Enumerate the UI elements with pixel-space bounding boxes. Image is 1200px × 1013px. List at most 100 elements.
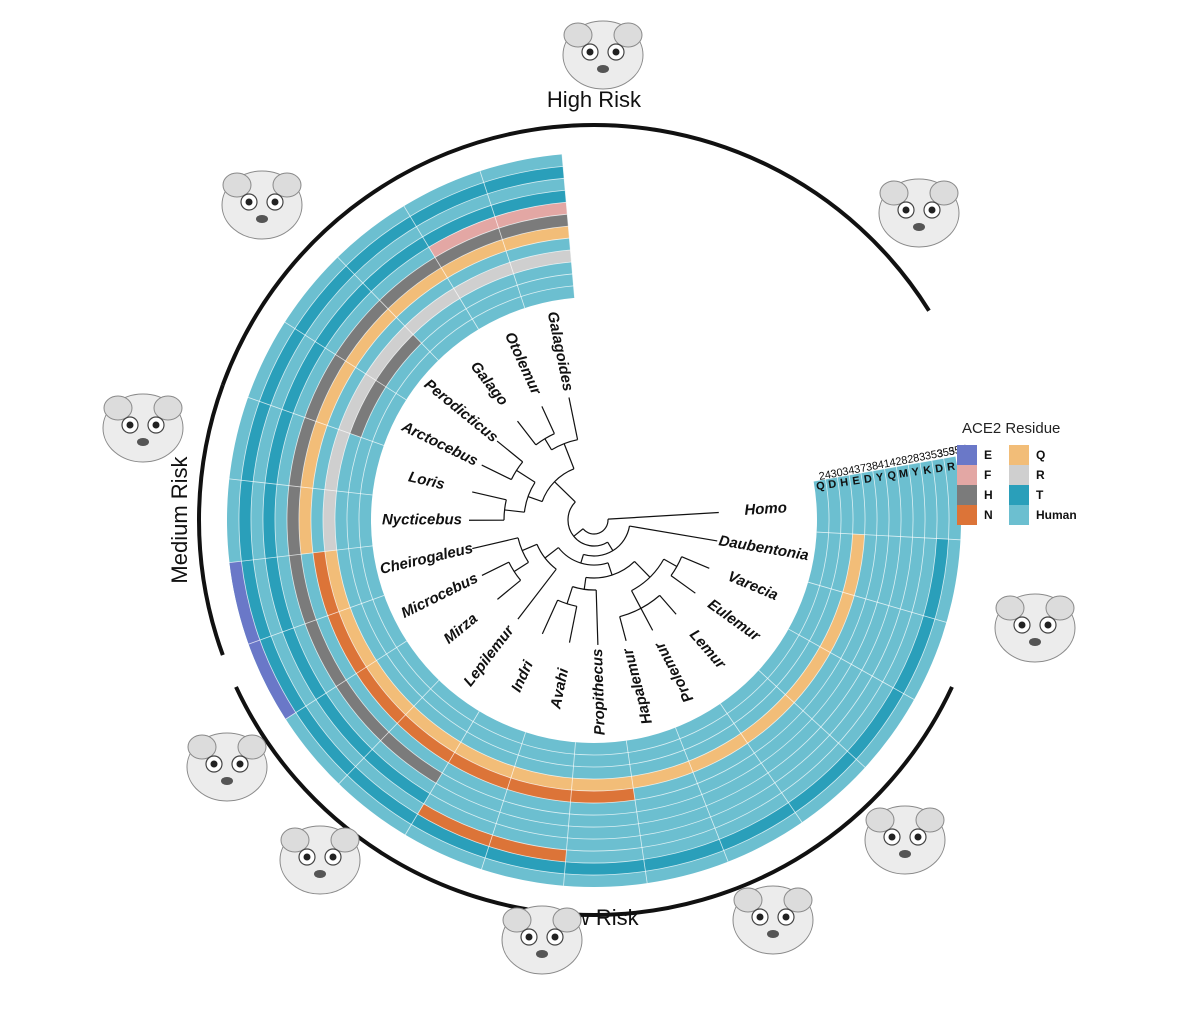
primate-portrait-icon <box>187 733 267 801</box>
tree-branch <box>497 441 523 462</box>
legend-label: Human <box>1036 508 1077 522</box>
legend-item-r: R <box>1009 465 1045 485</box>
tree-branch <box>518 569 556 619</box>
taxon-label: Galagoides <box>544 310 577 393</box>
taxon-label: Cheirogaleus <box>378 540 474 578</box>
tree-branch <box>482 562 509 575</box>
tree-branch <box>632 591 641 609</box>
legend-label: H <box>984 488 993 502</box>
taxon-label: Galago <box>467 358 512 409</box>
primate-portrait-icon <box>280 826 360 894</box>
legend-label: F <box>984 468 991 482</box>
tree-branch <box>660 595 676 614</box>
legend-swatch <box>957 465 977 485</box>
legend-label: N <box>984 508 993 522</box>
tree-branch <box>545 548 558 558</box>
tree-branch <box>608 512 719 519</box>
taxon-label: Homo <box>744 499 787 519</box>
legend-label: T <box>1036 488 1044 502</box>
taxon-label: Propithecus <box>589 648 609 735</box>
tree-branch <box>596 590 598 645</box>
taxon-label: Prolemur <box>651 638 697 705</box>
tree-branch <box>682 557 710 569</box>
ring-background <box>227 154 961 887</box>
legend-swatch <box>1009 485 1029 505</box>
legend-swatch <box>957 485 977 505</box>
taxon-label: Lemur <box>686 626 730 673</box>
tree-branch <box>505 510 525 512</box>
tree-branch <box>584 577 586 589</box>
tree-arc <box>583 526 629 556</box>
legend-label: Q <box>1036 448 1045 462</box>
tree-branch <box>671 576 695 594</box>
phylogenetic-tree <box>469 398 719 645</box>
legend-item-human: Human <box>1009 505 1077 525</box>
legend-swatch <box>1009 445 1029 465</box>
risk-arc-medium <box>199 385 223 655</box>
legend-item-t: T <box>1009 485 1044 505</box>
tree-branch <box>664 559 677 566</box>
taxon-label: Avahi <box>547 666 572 711</box>
legend-item-h: H <box>957 485 993 505</box>
tree-branch <box>641 608 653 630</box>
tree-branch <box>514 562 528 571</box>
taxon-label: Hapalemur <box>619 646 656 726</box>
tree-branch <box>635 561 650 577</box>
tree-branch <box>522 544 537 550</box>
tree-branch <box>569 606 576 642</box>
tree-branch <box>574 529 583 537</box>
primate-portrait-icon <box>865 806 945 874</box>
legend-item-e: E <box>957 445 992 465</box>
taxon-labels: HomoDaubentoniaVareciaEulemurLemurProlem… <box>378 310 810 735</box>
legend-label: E <box>984 448 992 462</box>
tree-branch <box>545 439 552 450</box>
taxon-label: Nycticebus <box>382 511 462 528</box>
taxon-label: Indri <box>508 657 537 694</box>
legend-label: R <box>1036 468 1045 482</box>
tree-branch <box>497 580 520 599</box>
primate-portrait-icon <box>222 171 302 239</box>
tree-branch <box>472 492 506 500</box>
taxon-label: Eulemur <box>704 596 764 646</box>
primate-portrait-icon <box>733 886 813 954</box>
tree-branch <box>542 600 557 634</box>
tree-arc <box>568 502 608 546</box>
legend-title: ACE2 Residue <box>962 420 1060 437</box>
tree-branch <box>542 406 555 433</box>
tree-branch <box>569 398 578 440</box>
primate-portrait-icon <box>563 21 643 89</box>
high-risk-label: High Risk <box>547 87 642 112</box>
tree-branch <box>581 554 584 563</box>
row-residue-label: M <box>898 468 909 481</box>
residue-heatmap-ring <box>227 154 961 887</box>
tree-branch <box>629 526 717 541</box>
primate-portrait-icon <box>995 594 1075 662</box>
taxon-label: Mirza <box>441 610 481 647</box>
primate-portrait-icon <box>879 179 959 247</box>
tree-branch <box>472 538 518 549</box>
tree-branch <box>517 421 535 445</box>
tree-branch <box>482 465 512 480</box>
primate-portrait-icon <box>502 906 582 974</box>
taxon-label: Loris <box>407 468 447 493</box>
legend-item-q: Q <box>1009 445 1045 465</box>
medium-risk-label: Medium Risk <box>167 455 192 583</box>
tree-branch <box>608 563 612 575</box>
taxon-label: Otolemur <box>501 330 545 399</box>
legend-swatch <box>957 505 977 525</box>
tree-branch <box>608 542 613 551</box>
tree-arc <box>583 519 608 534</box>
legend-swatch <box>1009 465 1029 485</box>
tree-branch <box>528 497 542 502</box>
tree-branch <box>564 444 574 469</box>
primate-portrait-icon <box>103 394 183 462</box>
tree-branch <box>620 617 626 641</box>
taxon-label: Daubentonia <box>717 532 809 564</box>
tree-branch <box>567 587 573 604</box>
taxon-label: Varecia <box>725 568 780 604</box>
legend-item-f: F <box>957 465 991 485</box>
legend-swatch <box>957 445 977 465</box>
